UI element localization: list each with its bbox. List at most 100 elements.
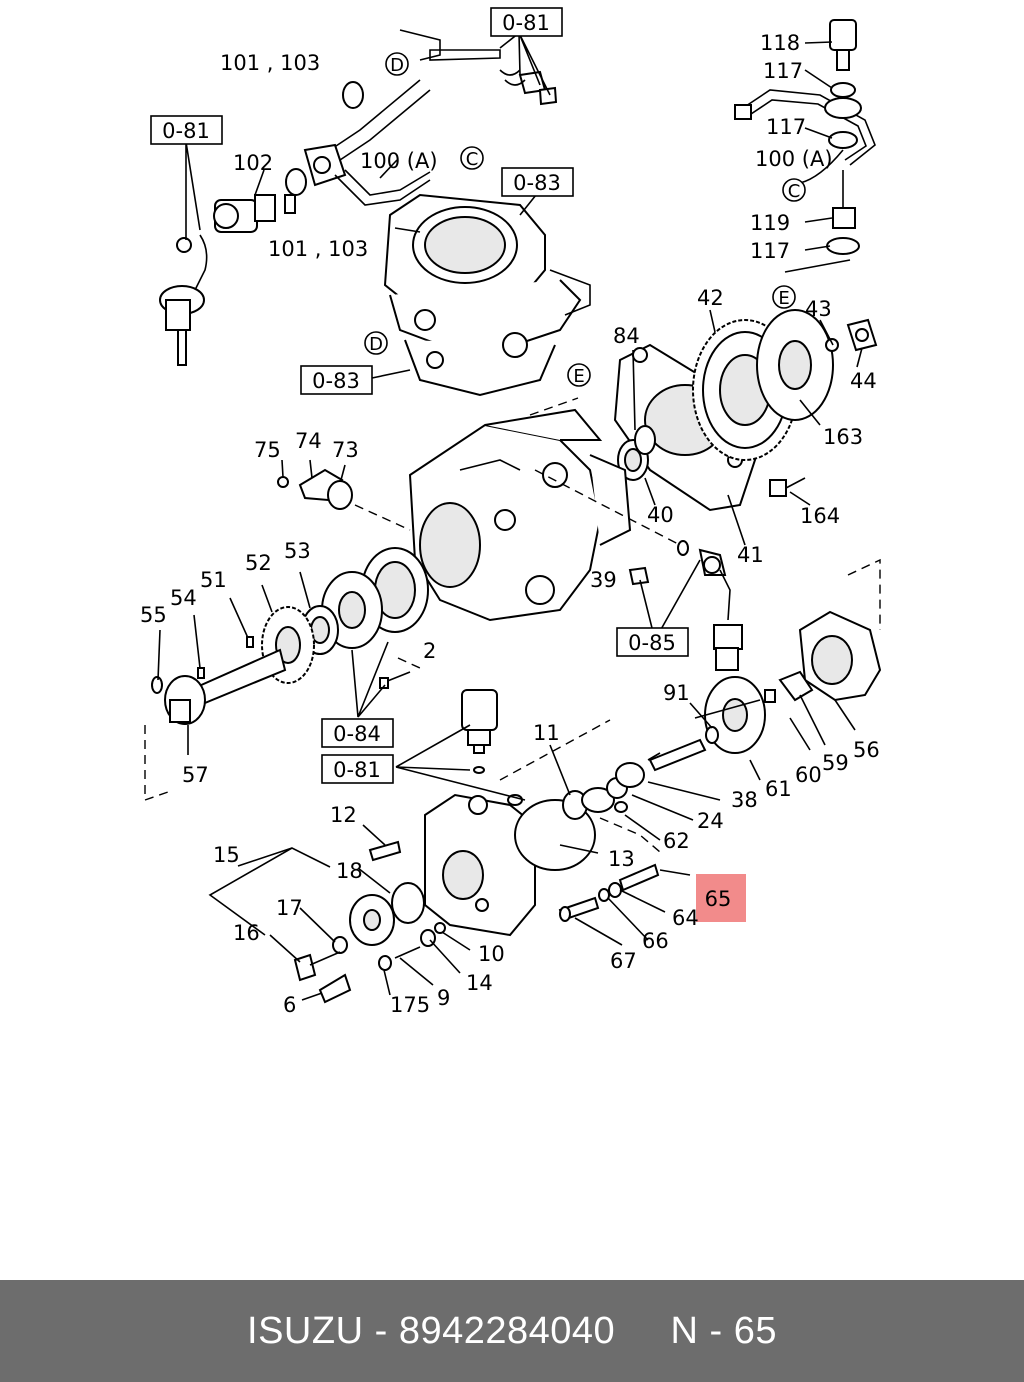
boost-sensor-102 — [213, 194, 276, 233]
highlight-label: 65 — [705, 887, 732, 911]
ref-box-0-83-upper: 0-83 — [501, 167, 574, 197]
circle-ref-d-lower: D — [364, 331, 388, 355]
feed-pump-56 — [778, 610, 882, 702]
part-label: 53 — [284, 539, 311, 563]
bolt-164 — [769, 477, 806, 497]
circle-ref-c-left: C — [460, 146, 484, 170]
part-label: 55 — [140, 603, 167, 627]
part-label: 6 — [283, 993, 296, 1017]
svg-text:D: D — [369, 334, 383, 355]
part-label: 164 — [800, 504, 840, 528]
pump-housing-upper — [383, 193, 591, 397]
ref-box-0-81-lower: 0-81 — [321, 754, 394, 784]
part-label: 175 — [390, 993, 430, 1017]
part-label: 84 — [613, 324, 640, 348]
part-label: 61 — [765, 777, 792, 801]
cam-plate-group — [301, 547, 429, 655]
footer-gap — [615, 1310, 670, 1353]
part-label: 51 — [200, 568, 227, 592]
part-label: 14 — [466, 971, 493, 995]
part-label: 11 — [533, 721, 560, 745]
svg-text:D: D — [390, 55, 404, 76]
part-label: 118 — [760, 31, 800, 55]
ref-box-0-81-left: 0-81 — [150, 115, 223, 145]
ref-box-0-83-lower: 0-83 — [300, 365, 373, 395]
part-label: 100 (A) — [360, 149, 438, 173]
svg-text:0-81: 0-81 — [502, 11, 550, 35]
part-info-footer: ISUZU - 8942284040 N - 65 — [0, 1280, 1024, 1382]
svg-text:0-81: 0-81 — [333, 758, 381, 782]
svg-text:0-83: 0-83 — [513, 171, 561, 195]
screw-plug-65-group — [558, 863, 660, 922]
magnet-valve — [461, 689, 498, 774]
ref-prefix: N — [670, 1309, 699, 1352]
harness-connector-left — [159, 234, 208, 366]
part-label: 43 — [805, 297, 832, 321]
part-label: 66 — [642, 929, 669, 953]
part-label: 2 — [423, 639, 436, 663]
plunger-11 — [562, 762, 645, 820]
svg-text:0-81: 0-81 — [162, 119, 210, 143]
part-label: 44 — [850, 369, 877, 393]
svg-text:0-84: 0-84 — [333, 722, 381, 746]
circle-ref-d-top: D — [385, 52, 409, 76]
fuel-line-assembly-right — [734, 19, 876, 273]
part-label: 101 , 103 — [268, 237, 368, 261]
part-label: 117 — [763, 59, 803, 83]
part-label: 10 — [478, 942, 505, 966]
ref-number: 65 — [733, 1309, 777, 1352]
part-label: 41 — [737, 543, 764, 567]
fuel-line-assembly-left — [284, 29, 558, 214]
ref-box-0-81-top: 0-81 — [490, 7, 563, 37]
sensor-0-85 — [628, 540, 743, 671]
regulator-61 — [648, 676, 776, 772]
part-label: 75 — [254, 438, 281, 462]
part-label: 15 — [213, 843, 240, 867]
footer-separator: - — [363, 1309, 399, 1352]
part-label: 12 — [330, 803, 357, 827]
circle-ref-e-right: E — [772, 285, 796, 309]
part-label: 9 — [437, 986, 450, 1010]
part-label: 24 — [697, 809, 724, 833]
part-label: 91 — [663, 681, 690, 705]
part-label: 117 — [750, 239, 790, 263]
svg-text:C: C — [466, 149, 479, 170]
part-label: 52 — [245, 551, 272, 575]
circle-ref-c-right: C — [782, 178, 806, 202]
pump-body-2 — [408, 408, 632, 622]
part-label: 119 — [750, 211, 790, 235]
highlight-part-65: 65 — [696, 874, 746, 922]
part-labels: 101 , 103 102 101 , 103 100 (A) 118 117 … — [140, 31, 880, 1017]
part-label: 62 — [663, 829, 690, 853]
part-label: 100 (A) — [755, 147, 833, 171]
part-label: 17 — [276, 896, 303, 920]
part-label: 38 — [731, 788, 758, 812]
ref-box-0-85: 0-85 — [616, 627, 689, 657]
svg-text:0-85: 0-85 — [628, 631, 676, 655]
part-label: 39 — [590, 568, 617, 592]
part-label: 102 — [233, 151, 273, 175]
part-label: 117 — [766, 115, 806, 139]
svg-text:0-83: 0-83 — [312, 369, 360, 393]
svg-text:C: C — [788, 181, 801, 202]
distributor-head — [424, 793, 596, 937]
drive-shaft-gear-52 — [151, 606, 315, 725]
part-label: 74 — [295, 429, 322, 453]
part-number: 8942284040 — [398, 1309, 616, 1352]
part-label: 73 — [332, 438, 359, 462]
part-label: 18 — [336, 859, 363, 883]
part-label: 16 — [233, 921, 260, 945]
ref-box-0-84: 0-84 — [321, 718, 394, 748]
part-label: 59 — [822, 751, 849, 775]
part-label: 64 — [672, 906, 699, 930]
part-label: 57 — [182, 763, 209, 787]
circle-ref-e-body: E — [567, 363, 591, 387]
delivery-valve-group — [293, 840, 446, 1004]
cover-74 — [277, 468, 353, 510]
bearing-40 — [617, 425, 656, 481]
highlight-box — [696, 874, 746, 922]
hub-163 — [756, 309, 878, 421]
svg-text:E: E — [778, 288, 789, 309]
brand-name: ISUZU — [247, 1309, 364, 1352]
part-label: 60 — [795, 763, 822, 787]
